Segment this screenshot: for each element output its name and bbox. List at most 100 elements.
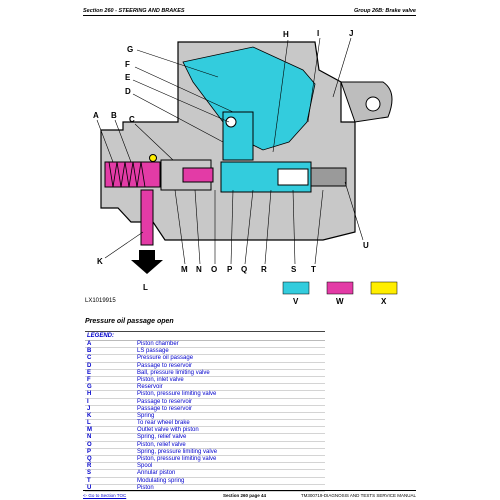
legend-row: R Spool [85, 463, 325, 471]
legend-key: P [87, 448, 92, 455]
svg-text:R: R [261, 265, 267, 274]
svg-text:B: B [111, 111, 117, 120]
svg-text:A: A [93, 111, 99, 120]
legend-title: LEGEND: [85, 332, 325, 341]
relief-valve-spring [182, 167, 214, 183]
svg-text:J: J [349, 29, 353, 38]
legend-description: Piston, relief valve [137, 441, 186, 448]
legend-description: LS passage [137, 348, 169, 355]
legend-row: E Ball, pressure limiting valve [85, 370, 325, 377]
svg-text:V: V [293, 297, 299, 306]
legend-key: S [87, 470, 92, 477]
svg-text:I: I [317, 29, 319, 38]
svg-text:T: T [311, 265, 316, 274]
brake-outlet-arrow [131, 250, 163, 274]
legend-description: Modulating spring [137, 477, 185, 484]
manual-title: TM300719-DIAGNOSIS AND TESTS SERVICE MAN… [300, 493, 416, 498]
legend-row: P Spring, pressure limiting valve [85, 449, 325, 456]
svg-text:O: O [211, 265, 217, 274]
svg-text:N: N [196, 265, 202, 274]
legend-key: A [87, 341, 92, 347]
svg-text:Q: Q [241, 265, 247, 274]
legend-row: K Spring [85, 412, 325, 421]
legend-key: F [87, 376, 91, 383]
legend-key: C [87, 355, 92, 362]
svg-text:L: L [143, 283, 148, 292]
svg-text:C: C [129, 115, 135, 124]
legend-key: G [87, 384, 92, 391]
reservoir-area [182, 46, 316, 151]
legend-row: T Modulating spring [85, 478, 325, 485]
legend-description: Pressure oil passage [137, 355, 194, 362]
callout-labels: A B C D E F G H I J K L M N O P Q R S T … [93, 29, 369, 292]
legend-row: U Piston [85, 485, 325, 492]
page-footer: <- Go to Section TOC Section 260 page 44… [83, 490, 416, 498]
legend-row: Q Piston, pressure limiting valve [85, 456, 325, 464]
legend-key: J [87, 405, 91, 412]
legend-key: Q [87, 456, 92, 462]
outlet-passage [140, 189, 154, 246]
legend-key: B [87, 348, 92, 355]
legend-description: Spring, pressure limiting valve [137, 448, 218, 455]
legend-row: A Piston chamber [85, 341, 325, 349]
legend-description: Passage to reservoir [137, 398, 193, 405]
legend-row: G Reservoir [85, 384, 325, 392]
legend-description: Reservoir [137, 384, 163, 391]
legend-description: Spring [137, 412, 155, 419]
legend-description: To rear wheel brake [137, 420, 190, 427]
legend-key: H [87, 391, 92, 398]
legend-row: I Passage to reservoir [85, 399, 325, 406]
legend-key: M [87, 427, 92, 434]
svg-text:E: E [125, 73, 131, 82]
legend-description: Piston, pressure limiting valve [137, 456, 217, 462]
legend-key: I [87, 398, 89, 405]
svg-text:X: X [381, 297, 387, 306]
legend-key: T [87, 477, 91, 484]
legend-description: Piston [137, 484, 154, 491]
svg-text:U: U [363, 241, 369, 250]
legend-description: Passage to reservoir [137, 405, 193, 412]
piston-rod [277, 168, 309, 186]
leader-lines [96, 37, 364, 265]
legend-key: D [87, 362, 92, 369]
legend-description: Spool [137, 463, 153, 470]
legend-description: Outlet valve with piston [137, 427, 199, 434]
legend-key: K [87, 412, 92, 419]
legend-key: U [87, 484, 92, 491]
legend-description: Piston, inlet valve [137, 376, 184, 383]
svg-text:P: P [227, 265, 233, 274]
legend-row: S Annular piston [85, 470, 325, 478]
legend-key: R [87, 463, 92, 470]
svg-text:D: D [125, 87, 131, 96]
key-swatch-v [282, 281, 310, 295]
svg-text:F: F [125, 60, 130, 69]
section-title: Section 260 - STEERING AND BRAKES [83, 8, 185, 14]
svg-text:G: G [127, 45, 133, 54]
svg-text:K: K [97, 257, 103, 266]
legend-row: M Outlet valve with piston [85, 427, 325, 435]
brake-valve-diagram: A B C D E F G H I J K L M N O P Q R S T … [85, 29, 398, 306]
svg-text:W: W [336, 297, 344, 306]
legend-description: Ball, pressure limiting valve [137, 369, 210, 376]
legend-row: J Passage to reservoir [85, 406, 325, 413]
pressure-limiting-ball [225, 116, 237, 128]
figure-caption: Pressure oil passage open [85, 318, 174, 325]
legend-key: N [87, 434, 92, 441]
figure-id: LX1019915 [85, 298, 116, 304]
legend-row: H Piston, pressure limiting valve [85, 391, 325, 399]
legend-description: Piston, pressure limiting valve [137, 391, 217, 398]
svg-text:H: H [283, 30, 289, 39]
legend-description: Passage to reservoir [137, 362, 193, 369]
annular-piston [310, 167, 347, 187]
legend-row: F Piston, inlet valve [85, 376, 325, 385]
legend-description: Piston chamber [137, 341, 179, 347]
go-to-section-toc-link[interactable]: <- Go to Section TOC [83, 493, 127, 498]
group-title: Group 26B: Brake valve [353, 8, 416, 14]
legend-description: Annular piston [137, 470, 176, 477]
legend-row: B LS passage [85, 348, 325, 356]
legend-key: E [87, 369, 92, 376]
page-header: Section 260 - STEERING AND BRAKES Group … [83, 4, 416, 16]
key-swatch-w [326, 281, 354, 295]
